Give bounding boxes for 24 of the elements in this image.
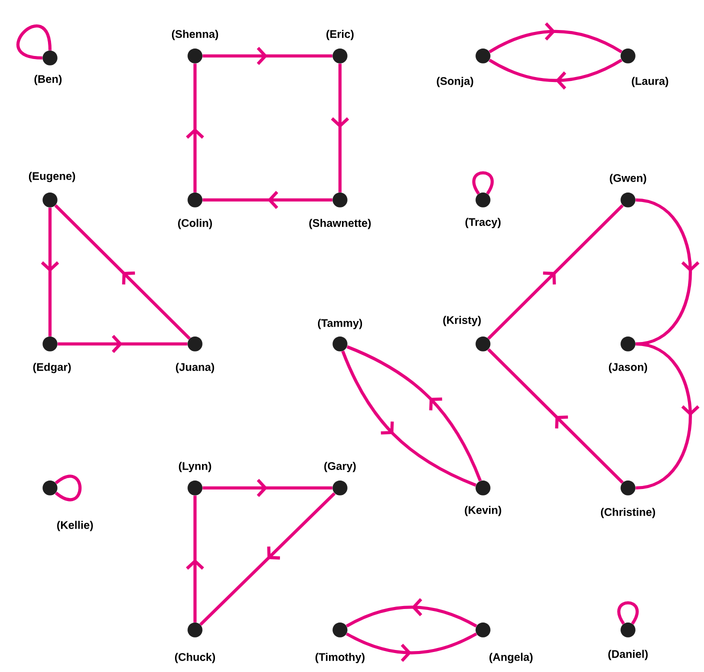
node-label: (Timothy) bbox=[316, 652, 365, 664]
node-label: (Chuck) bbox=[175, 652, 216, 664]
node-label: (Gary) bbox=[324, 462, 356, 472]
node-label: (Colin) bbox=[178, 218, 212, 230]
node-label: (Tammy) bbox=[318, 318, 362, 330]
node-label: (Lynn) bbox=[178, 462, 212, 472]
node-label: (Daniel) bbox=[608, 650, 648, 660]
node-label: (Christine) bbox=[600, 508, 656, 518]
node-label: (Ben) bbox=[34, 74, 62, 86]
node-label: (Laura) bbox=[632, 76, 668, 88]
node-label: (Jason) bbox=[608, 362, 648, 374]
node-label: (Eric) bbox=[326, 30, 354, 40]
node-label: (Eugene) bbox=[28, 172, 76, 182]
node-label: (Shawnette) bbox=[309, 218, 371, 230]
node-label: (Tracy) bbox=[465, 218, 501, 228]
node-label: (Edgar) bbox=[33, 362, 71, 374]
node-label: (Shenna) bbox=[172, 30, 218, 40]
node-label: (Angela) bbox=[489, 652, 533, 664]
node-label: (Sonja) bbox=[436, 76, 474, 88]
node-label: (Juana) bbox=[176, 362, 214, 374]
node-label: (Kristy) bbox=[443, 316, 481, 326]
node-label: (Kellie) bbox=[57, 520, 93, 532]
node-label: (Kevin) bbox=[464, 506, 502, 516]
node-label: (Gwen) bbox=[610, 174, 646, 184]
